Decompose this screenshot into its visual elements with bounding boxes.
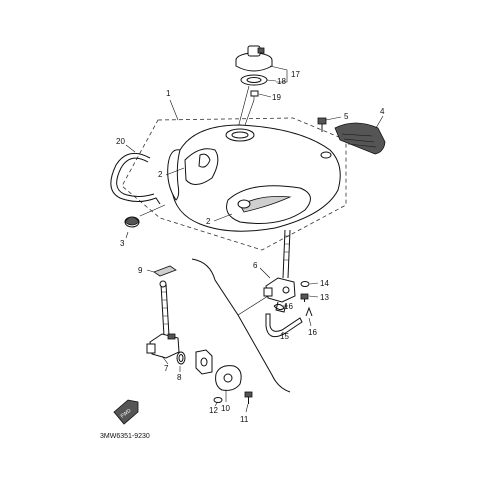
callout-7: 7 [164, 364, 169, 373]
damper-link [139, 204, 166, 217]
leader-15 [281, 331, 287, 335]
callout-14: 14 [320, 279, 329, 288]
leader-18 [266, 79, 277, 82]
leader-12 [214, 402, 218, 407]
o-ring [176, 351, 186, 365]
damper [124, 216, 140, 228]
bracket-tie [237, 295, 269, 316]
hose-clip-b [305, 306, 313, 317]
fuel-cock-left [146, 280, 180, 359]
leader-1 [169, 99, 179, 121]
leader-14 [309, 282, 319, 285]
fuel-tank [167, 124, 341, 232]
callout-3: 3 [120, 239, 125, 248]
callout-17-bracket [269, 65, 288, 83]
plate-screw [244, 391, 253, 404]
leader-13 [308, 295, 319, 298]
cap-screw [250, 90, 259, 100]
callout-20: 20 [116, 137, 125, 146]
leader-2b [213, 213, 233, 222]
callout-10: 10 [221, 404, 230, 413]
filter-nut [195, 349, 213, 375]
callout-18: 18 [277, 77, 286, 86]
leader-19 [258, 93, 272, 98]
leader-3 [125, 231, 129, 239]
callout-11: 11 [240, 415, 249, 424]
cap-leader-2 [243, 99, 255, 129]
callout-8: 8 [177, 373, 182, 382]
breather-hose [110, 152, 161, 205]
callout-17: 17 [291, 70, 300, 79]
callout-19: 19 [272, 93, 281, 102]
small-washer [213, 397, 223, 403]
leader-5 [325, 116, 342, 121]
leader-9 [146, 269, 155, 273]
label-plate [153, 265, 177, 277]
fwd-arrow-icon: FWD [113, 399, 139, 425]
leader-2a [165, 167, 185, 176]
callout-4: 4 [380, 107, 385, 116]
callout-16b: 16 [308, 328, 317, 337]
diagram-code: 3MW6351-9230 [100, 433, 150, 440]
washer [300, 281, 310, 287]
cap-leader [237, 85, 250, 129]
callout-1: 1 [166, 89, 171, 98]
cock-screw [300, 293, 309, 302]
cap-gasket [240, 74, 268, 86]
callout-2b: 2 [206, 217, 211, 226]
callout-5: 5 [344, 112, 349, 121]
callout-2a: 2 [158, 170, 163, 179]
callout-12: 12 [209, 406, 218, 415]
mounting-bolt [317, 117, 327, 132]
fuel-cock-right [263, 229, 296, 313]
fuel-cap [235, 45, 273, 72]
fuel-hose [265, 313, 303, 338]
leader-20 [125, 144, 136, 153]
callout-6: 6 [253, 261, 258, 270]
tank-assembly-outline [121, 117, 347, 251]
leader-11 [245, 403, 249, 413]
tank-clip [320, 151, 332, 159]
leader-7 [161, 355, 169, 365]
leader-16b [308, 317, 312, 327]
tank-cover [334, 122, 386, 155]
callout-15: 15 [280, 332, 289, 341]
breather-hose-inner [116, 157, 155, 197]
leader-4 [375, 115, 384, 129]
leader-6 [259, 267, 271, 279]
callout-16a: 16 [284, 302, 293, 311]
callout-13: 13 [320, 293, 329, 302]
gasket-plate [215, 365, 242, 391]
fwd-label: FWD [120, 408, 133, 420]
hose-clip-a [273, 303, 285, 311]
callout-9: 9 [138, 266, 143, 275]
